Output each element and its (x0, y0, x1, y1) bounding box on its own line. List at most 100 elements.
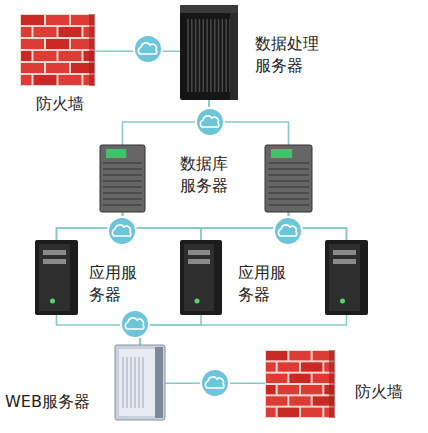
brick (46, 63, 69, 73)
brick (46, 15, 69, 25)
tower-front (39, 244, 70, 311)
db-stripe (103, 162, 142, 164)
cloud-shape (138, 43, 156, 54)
brick (266, 374, 287, 383)
db-stripe (268, 180, 309, 182)
brick (266, 351, 287, 360)
drive-bay (188, 259, 210, 264)
wall-side (329, 350, 335, 418)
web-vent (143, 357, 144, 408)
power-led (195, 299, 200, 304)
drive-bay (333, 250, 356, 255)
brick (59, 51, 82, 61)
firewall-icon-drawing (265, 350, 335, 418)
db-stripe (103, 198, 142, 200)
cloud-shape (205, 377, 223, 388)
server-icon (265, 145, 312, 212)
brick (289, 396, 310, 405)
db-body (100, 145, 145, 212)
db-stripe (103, 192, 142, 194)
server-icon: 应用服 务器 (35, 240, 78, 315)
node-label: 应用服 务器 (89, 262, 141, 306)
cloud-icon (108, 217, 136, 245)
power-led (50, 299, 55, 304)
rack-slat (218, 19, 220, 92)
db-screen (106, 149, 126, 158)
brick (278, 408, 299, 417)
brick (46, 39, 69, 49)
rack-side (230, 13, 238, 100)
brick (289, 351, 310, 360)
wall-mortar (20, 14, 95, 86)
web-side (155, 347, 163, 418)
node-label: 数据处理 服务器 (255, 33, 325, 77)
tower-front (184, 244, 214, 311)
drive-bay (188, 250, 210, 255)
server-icon: 数据库 服务器 (100, 145, 145, 212)
cloud-shape (200, 116, 218, 127)
brick (301, 408, 322, 417)
brick (301, 385, 322, 394)
cloud-icon (274, 217, 302, 245)
db-stripe (268, 186, 309, 188)
brick (21, 75, 32, 85)
rack-slat (191, 19, 193, 92)
rack-body (180, 5, 238, 100)
db-stripe (268, 168, 309, 170)
node-label: 数据库 服务器 (180, 153, 236, 197)
firewall-icon: 防火墙 (265, 350, 335, 418)
rack-slat (214, 19, 216, 92)
web-vent (131, 357, 132, 408)
power-led (340, 299, 345, 304)
cloud-badge (196, 108, 224, 136)
brick (34, 75, 57, 85)
web-vent (139, 357, 140, 408)
cloud-badge (201, 369, 229, 397)
brick (266, 385, 276, 394)
rack-slat (203, 19, 205, 92)
network-link (123, 212, 347, 240)
rack-slat (206, 19, 208, 92)
brick (21, 27, 32, 37)
firewall-icon-drawing (20, 14, 95, 86)
brick (34, 27, 57, 37)
tower-body (35, 240, 78, 315)
db-stripe (268, 192, 309, 194)
cloud-badge (108, 217, 136, 245)
brick (266, 396, 287, 405)
db-screen (271, 149, 292, 158)
brick (34, 51, 57, 61)
server-icon: WEB服务器 (115, 345, 165, 420)
brick (59, 75, 82, 85)
cloud-icon (201, 369, 229, 397)
brick (21, 15, 44, 25)
node-label: 应用服 务器 (238, 262, 290, 306)
tower-body (180, 240, 222, 315)
server-icon (325, 240, 368, 315)
server-icon-drawing (180, 5, 238, 100)
cloud-badge (274, 217, 302, 245)
server-icon-drawing (100, 145, 145, 212)
db-stripe (268, 204, 309, 206)
rack-slat (222, 19, 224, 92)
server-icon-drawing (115, 345, 165, 420)
cloud-icon (121, 310, 149, 338)
brick (21, 51, 32, 61)
wall-mortar (265, 350, 335, 418)
cloud-icon (196, 108, 224, 136)
network-link (140, 315, 347, 345)
brick (289, 374, 310, 383)
cloud-badge (134, 35, 162, 63)
tower-front (329, 244, 360, 311)
wall-side (89, 14, 95, 86)
rack-slat (187, 19, 189, 92)
rack-top (180, 5, 238, 13)
db-stripe (268, 198, 309, 200)
web-vent (127, 357, 128, 408)
web-front (119, 349, 155, 416)
rack-slat (210, 19, 212, 92)
server-icon-drawing (325, 240, 368, 315)
cloud-shape (112, 225, 130, 236)
node-label: WEB服务器 (5, 391, 90, 413)
